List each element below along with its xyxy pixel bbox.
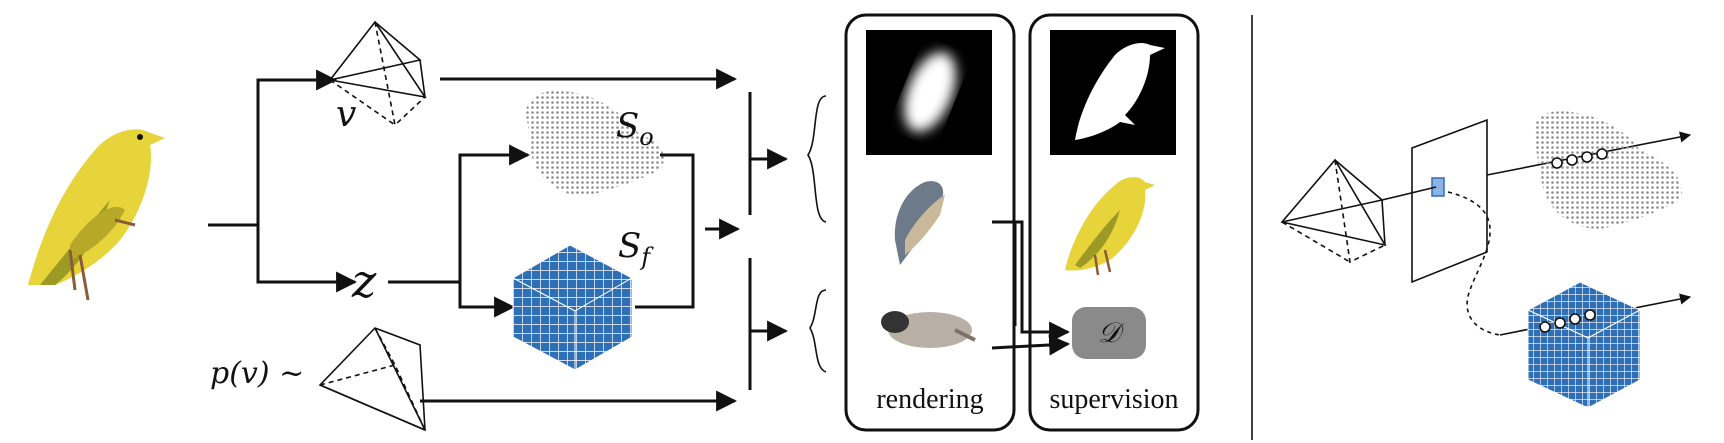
point-cloud-small: [1533, 111, 1682, 229]
main-flow-lines: [208, 68, 789, 412]
ground-truth-bird: [1065, 177, 1155, 276]
camera-frustum-icon: [328, 20, 427, 127]
braces: [807, 95, 827, 373]
discriminator-box: 𝒟: [1072, 307, 1146, 359]
prior-label: p(v) ~: [210, 356, 304, 391]
supervision-caption: supervision: [1049, 384, 1178, 415]
supervision-panel: [1028, 13, 1200, 432]
rendering-caption: rendering: [876, 384, 983, 415]
latent-label: z: [351, 254, 377, 308]
rendered-bird-rgb: [894, 181, 945, 265]
s-o-label: So: [616, 106, 654, 151]
camera-frustum-icon: [318, 327, 426, 432]
ground-truth-mask: [1050, 30, 1176, 155]
input-bird-image: [28, 129, 165, 301]
voxel-cube: [511, 244, 634, 371]
image-plane: [1411, 118, 1488, 284]
view-label: v: [336, 94, 356, 135]
voxel-cube-small: [1526, 281, 1642, 409]
camera-frustum-icon: [1280, 158, 1387, 264]
point-cloud: [525, 90, 664, 196]
rendered-bird-rgb-2: [881, 311, 976, 348]
voxel-sample-points: [1539, 309, 1596, 333]
discriminator-arrows: [991, 220, 1071, 356]
ray-sample-points: [1551, 148, 1608, 169]
s-f-label: Sf: [618, 226, 654, 271]
rendered-mask: [866, 30, 992, 155]
